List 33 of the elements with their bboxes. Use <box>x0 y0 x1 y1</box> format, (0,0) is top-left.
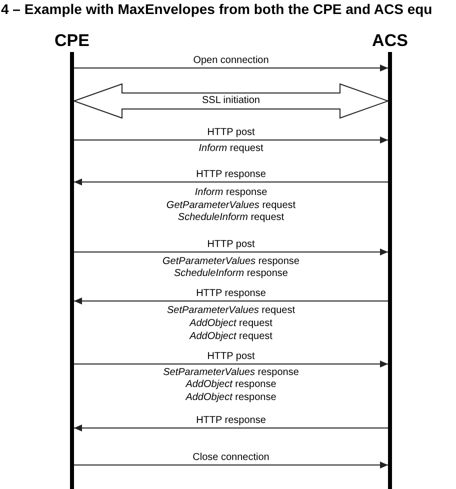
message-text: AddObject request <box>190 319 272 329</box>
edge-label: Open connection <box>191 56 271 66</box>
message-text: SetParameterValues response <box>163 368 299 378</box>
message-arrow <box>74 178 388 186</box>
message-text: AddObject response <box>186 380 276 390</box>
lifeline-label: CPE <box>54 32 90 49</box>
message-text: GetParameterValues request <box>166 201 296 211</box>
edge-label: SSL initiation <box>200 96 262 106</box>
edge-label: HTTP response <box>194 416 268 426</box>
edge-label: HTTP response <box>194 170 268 180</box>
message-text: ScheduleInform request <box>178 213 284 223</box>
message-arrow <box>74 298 388 304</box>
message-text: Inform request <box>198 144 264 154</box>
message-text: ScheduleInform response <box>174 269 288 279</box>
message-text: GetParameterValues response <box>162 257 300 267</box>
message-text: Inform response <box>194 188 268 198</box>
double-block-arrow <box>72 83 390 119</box>
message-arrow <box>74 136 388 144</box>
edge-label: HTTP post <box>205 240 257 250</box>
message-arrow <box>74 462 388 468</box>
message-text: AddObject request <box>190 332 272 342</box>
message-text: SetParameterValues request <box>166 306 296 316</box>
edge-label: HTTP post <box>205 352 257 362</box>
edge-label: HTTP post <box>205 128 257 138</box>
message-text: AddObject response <box>186 393 276 403</box>
figure-title: 4 – Example with MaxEnvelopes from both the CPE and ACS equ <box>1 2 432 16</box>
message-arrow <box>74 248 388 256</box>
message-arrow <box>74 424 388 432</box>
message-arrow <box>74 360 388 368</box>
message-arrow <box>74 64 388 72</box>
edge-label: HTTP response <box>194 289 268 299</box>
lifeline-label: ACS <box>372 32 408 49</box>
edge-label: Close connection <box>190 453 272 463</box>
